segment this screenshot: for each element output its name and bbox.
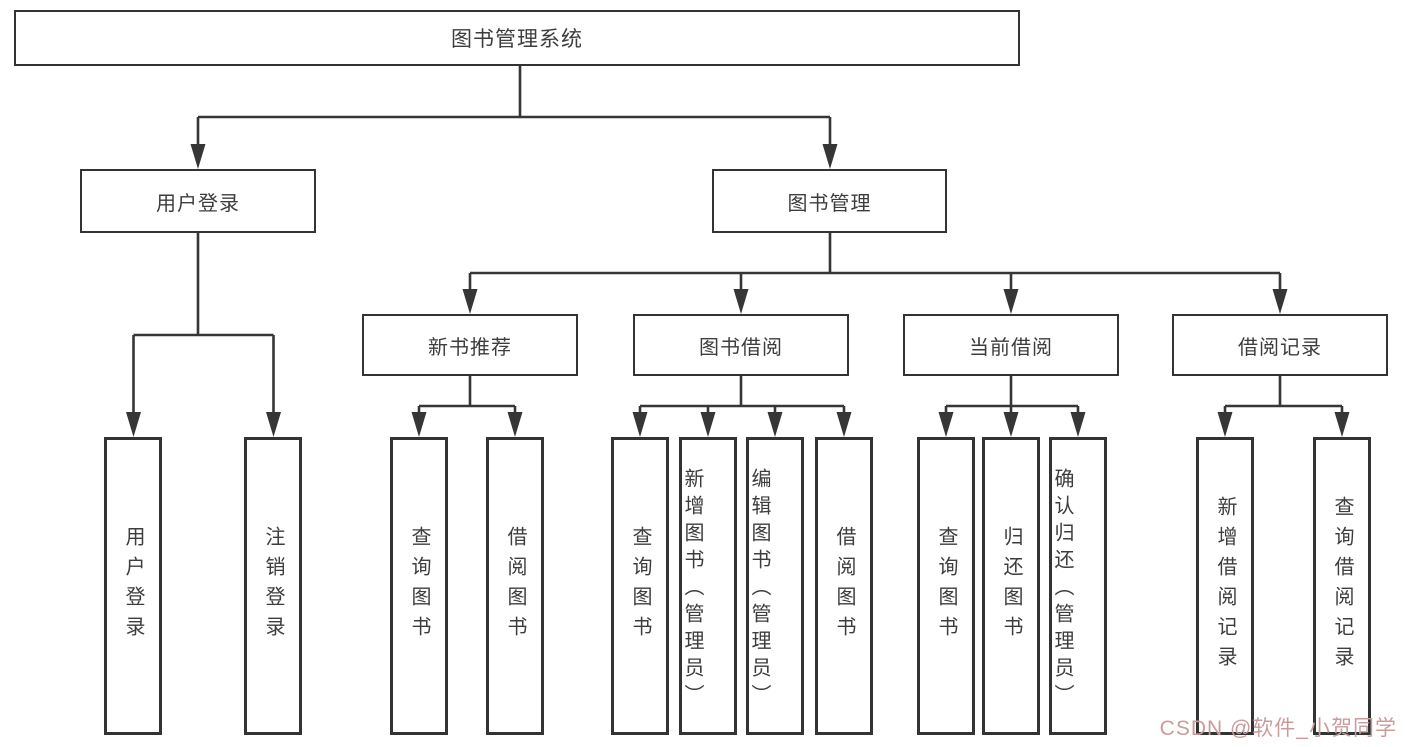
node-new-book-recommend: 新书推荐: [362, 314, 578, 376]
connector-book-management: [462, 233, 1288, 314]
leaf-newbook-borrow-books-label: 借阅图书: [504, 526, 526, 646]
leaf-add-books-admin-label: 新增图书（管理员）: [681, 468, 703, 711]
leaf-borrow-borrow-books-label: 借阅图书: [833, 526, 855, 646]
leaf-edit-books-admin: 编辑图书（管理员）: [746, 437, 804, 735]
leaf-query-borrow-record-label: 查询借阅记录: [1331, 496, 1353, 676]
leaf-newbook-query-books-label: 查询图书: [408, 526, 430, 646]
leaf-newbook-query-books: 查询图书: [390, 437, 448, 735]
node-current-borrow-label: 当前借阅: [969, 336, 1053, 359]
leaf-borrow-borrow-books: 借阅图书: [815, 437, 873, 735]
node-root-label: 图书管理系统: [451, 28, 583, 51]
leaf-current-query-books: 查询图书: [917, 437, 975, 735]
leaf-return-books: 归还图书: [982, 437, 1040, 735]
leaf-add-borrow-record-label: 新增借阅记录: [1214, 496, 1236, 676]
leaf-confirm-return-admin: 确认归还（管理员）: [1049, 437, 1107, 735]
node-book-borrow: 图书借阅: [633, 314, 849, 376]
leaf-borrow-query-books: 查询图书: [611, 437, 669, 735]
node-borrow-records-label: 借阅记录: [1238, 336, 1322, 359]
connector-borrow: [632, 376, 852, 437]
leaf-user-login: 用户登录: [104, 437, 162, 735]
leaf-add-books-admin: 新增图书（管理员）: [679, 437, 737, 735]
csdn-watermark: CSDN @软件_小贺同学: [1159, 717, 1397, 740]
leaf-newbook-borrow-books: 借阅图书: [486, 437, 544, 735]
connector-new-book: [411, 376, 523, 437]
leaf-edit-books-admin-label: 编辑图书（管理员）: [748, 468, 770, 711]
leaf-query-borrow-record: 查询借阅记录: [1313, 437, 1371, 735]
node-new-book-recommend-label: 新书推荐: [428, 336, 512, 359]
connector-user-login: [126, 233, 281, 437]
leaf-user-login-label: 用户登录: [122, 526, 144, 646]
connector-current: [938, 376, 1086, 437]
node-root: 图书管理系统: [14, 10, 1020, 66]
leaf-current-query-books-label: 查询图书: [935, 526, 957, 646]
node-user-login-label: 用户登录: [156, 192, 240, 215]
leaf-logout: 注销登录: [244, 437, 302, 735]
leaf-add-borrow-record: 新增借阅记录: [1196, 437, 1254, 735]
node-book-borrow-label: 图书借阅: [699, 336, 783, 359]
node-user-login: 用户登录: [80, 169, 316, 233]
connector-root: [190, 66, 838, 169]
leaf-confirm-return-admin-label: 确认归还（管理员）: [1051, 468, 1073, 711]
leaf-borrow-query-books-label: 查询图书: [629, 526, 651, 646]
node-book-management-label: 图书管理: [787, 192, 872, 215]
node-current-borrow: 当前借阅: [903, 314, 1119, 376]
connector-records: [1217, 376, 1350, 437]
leaf-return-books-label: 归还图书: [1000, 526, 1022, 646]
leaf-logout-label: 注销登录: [262, 526, 284, 646]
node-borrow-records: 借阅记录: [1172, 314, 1388, 376]
node-book-management: 图书管理: [712, 169, 947, 233]
